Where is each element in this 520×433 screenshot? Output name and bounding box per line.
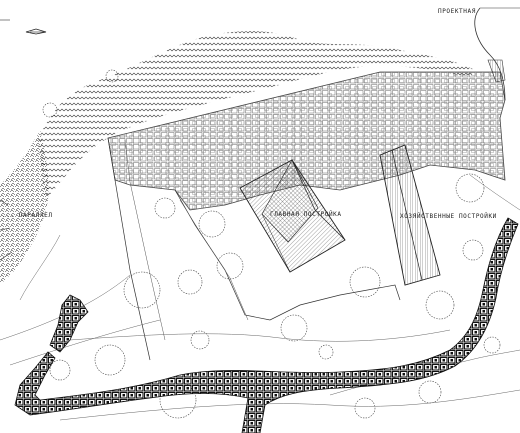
label-left: ... ПАРАЛЛЕЛ xyxy=(2,212,53,219)
outbuilding xyxy=(379,144,441,286)
tree xyxy=(280,314,308,342)
tree xyxy=(483,336,501,354)
label-right: ХОЗЯЙСТВЕННЫЕ ПОСТРОЙКИ xyxy=(400,213,497,220)
tree xyxy=(418,380,442,404)
tree xyxy=(216,252,244,280)
tree xyxy=(425,290,455,320)
tree xyxy=(42,102,58,118)
label-top-right: ПРОЕКТНАЯ xyxy=(438,8,476,15)
tree xyxy=(94,344,126,376)
tree xyxy=(177,269,203,295)
tree xyxy=(190,330,210,350)
tree xyxy=(462,239,484,261)
tree xyxy=(318,344,334,360)
main-building xyxy=(239,159,346,273)
label-center: ГЛАВНАЯ ПОСТРОЙКА xyxy=(270,211,342,218)
slope-hatch xyxy=(0,130,49,285)
north-arrow-icon xyxy=(25,28,47,35)
tree xyxy=(198,210,226,238)
stone-path-branch xyxy=(49,294,89,353)
stone-path xyxy=(14,217,519,433)
tree xyxy=(49,359,71,381)
tree xyxy=(354,397,376,419)
tree xyxy=(105,69,119,83)
tree xyxy=(123,271,161,309)
plot-boundary xyxy=(107,137,151,361)
tree xyxy=(455,173,485,203)
vegetation-band xyxy=(38,31,475,201)
tree xyxy=(349,266,381,298)
tree xyxy=(154,197,176,219)
